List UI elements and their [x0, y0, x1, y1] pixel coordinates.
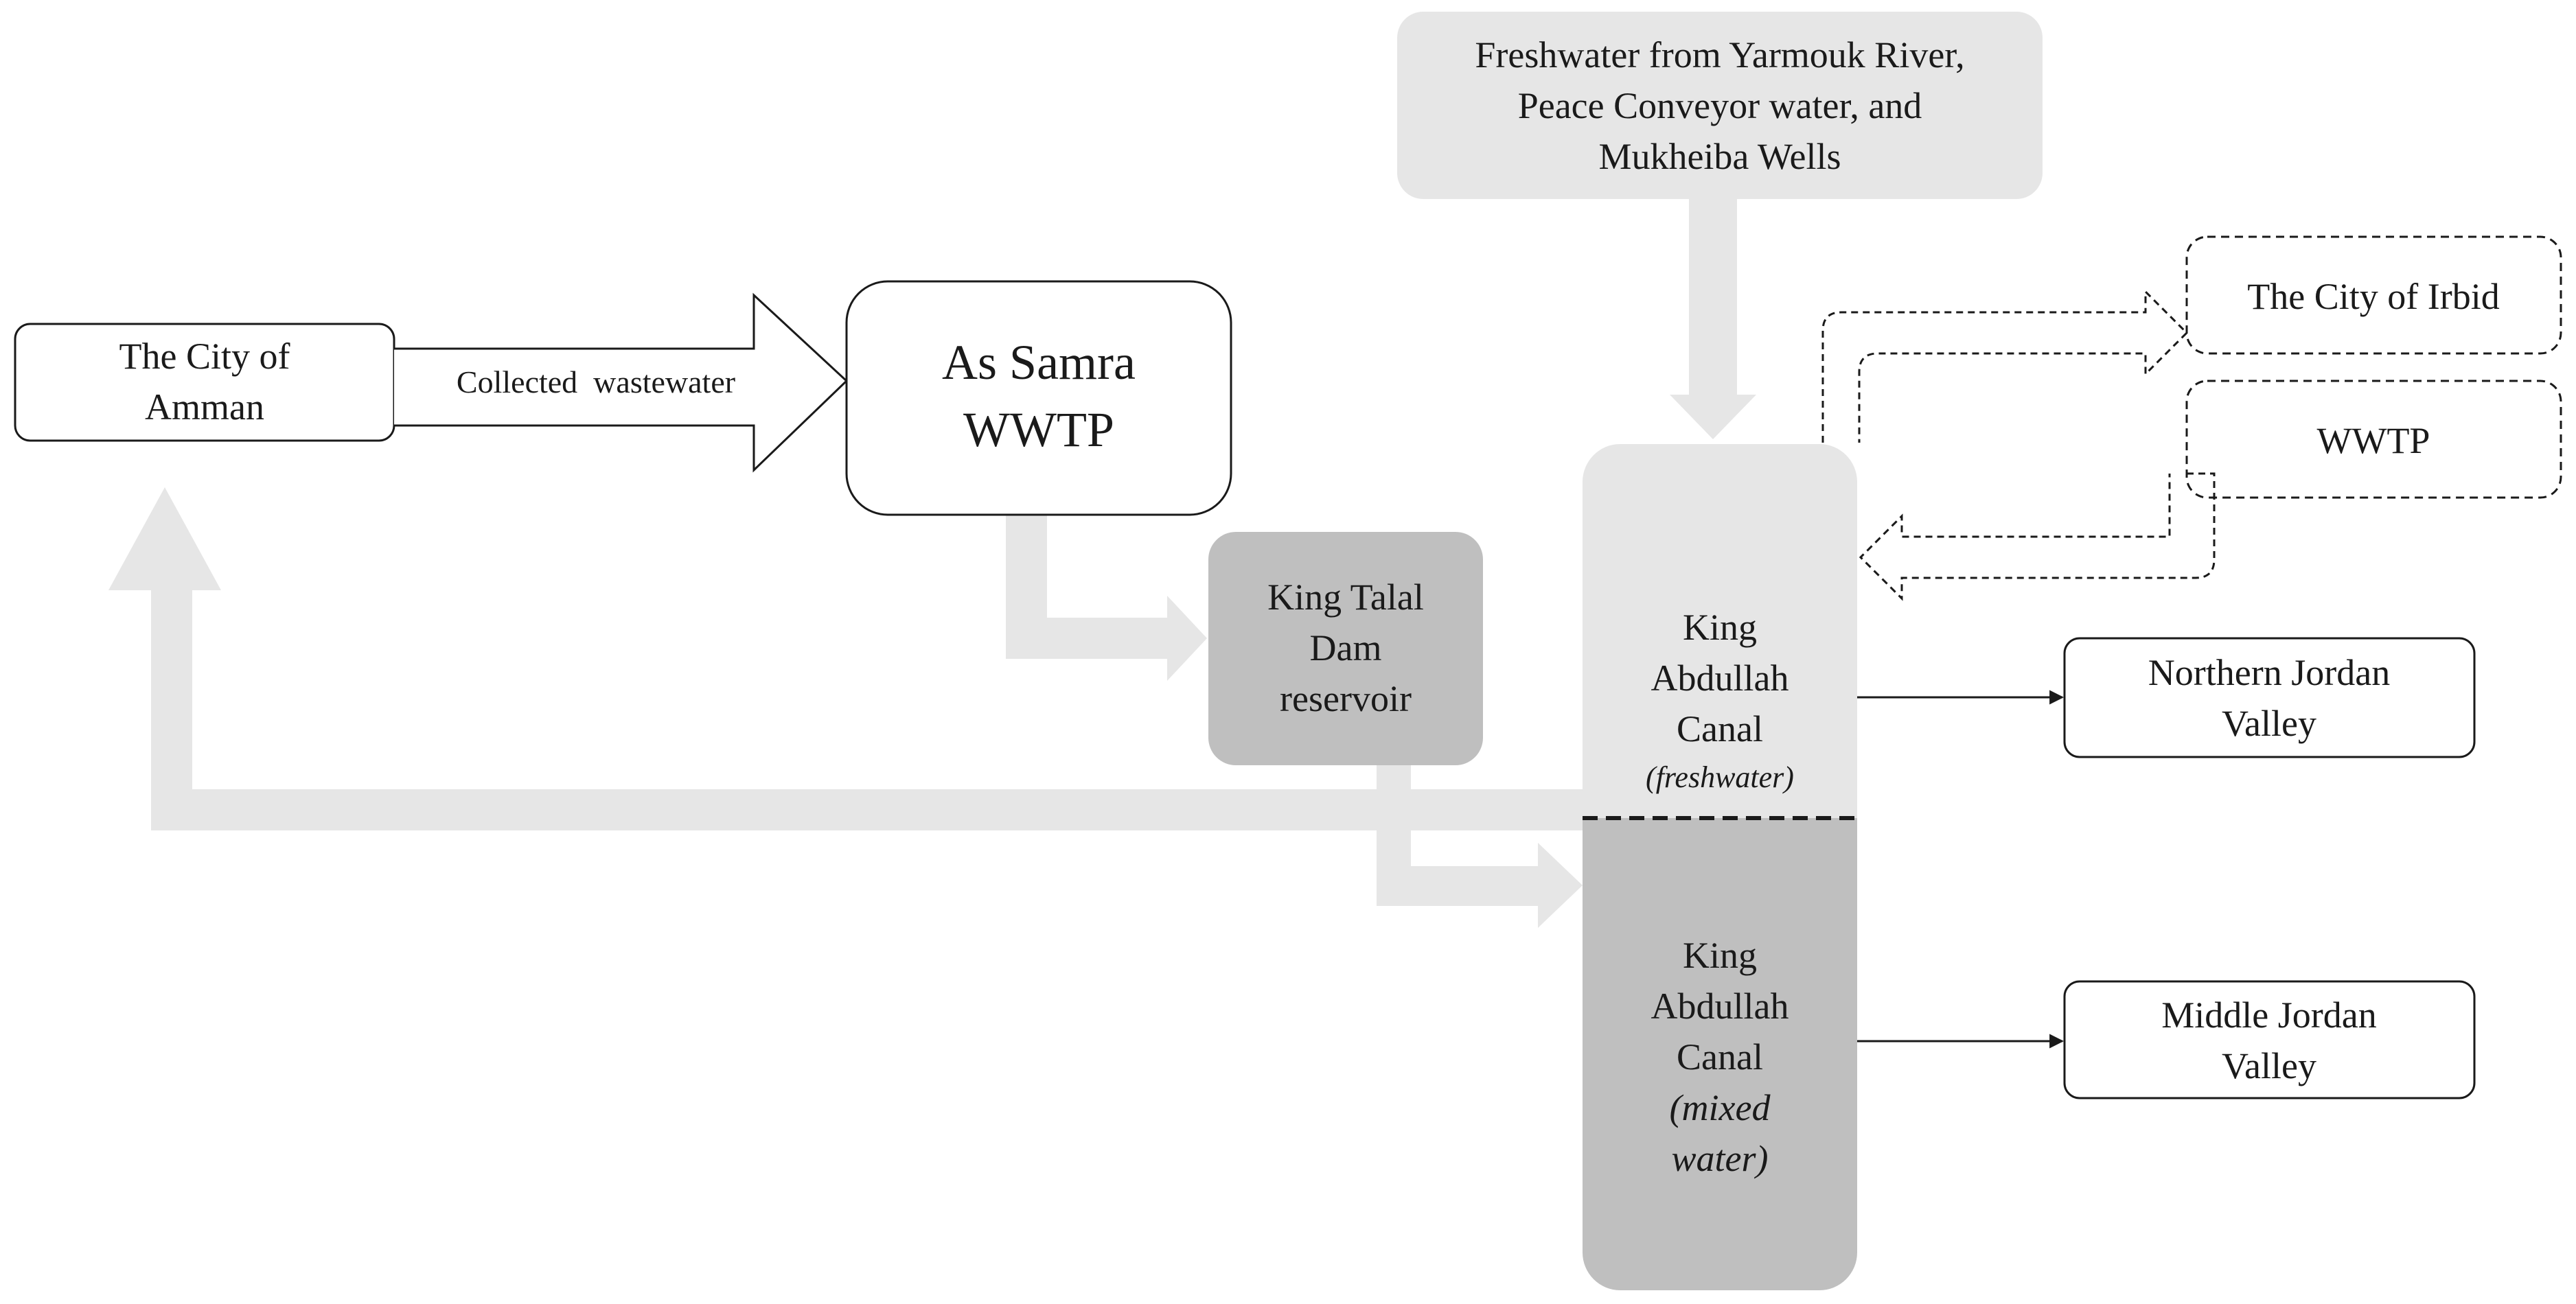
kac-fresh-box-join — [1583, 755, 1857, 818]
irbid-wwtp-box — [2185, 380, 2562, 499]
return-flow-arrow — [108, 487, 1600, 830]
irbid-wwtp-label: WWTP — [2317, 420, 2430, 461]
irbid-wwtp-to-kac-arrow — [1859, 472, 2216, 601]
kac-mixed-label-line3: Canal — [1677, 1036, 1763, 1078]
freshwater-sources-line3: Mukheiba Wells — [1598, 136, 1841, 177]
kac-fresh-box — [1583, 444, 1857, 818]
middle-jv-label-line1: Middle Jordan — [2161, 994, 2376, 1036]
samra-to-talal-arrow — [1006, 511, 1207, 681]
amman-label-line2: Amman — [145, 386, 264, 428]
northern-jv-box — [2063, 637, 2476, 758]
freshwater-inflow-arrow — [1670, 199, 1756, 439]
king-talal-label-line1: King Talal — [1267, 577, 1424, 618]
kac-to-irbid-arrow — [1821, 289, 2189, 443]
kac-fresh-label-line3: Canal — [1677, 708, 1763, 749]
freshwater-sources-line1: Freshwater from Yarmouk River, — [1475, 34, 1964, 75]
collected-wastewater-label: Collected wastewater — [457, 364, 735, 399]
middle-jv-box — [2063, 980, 2476, 1099]
kac-fresh-label-line2: Abdullah — [1651, 657, 1789, 699]
as-samra-label-line1: As Samra — [942, 335, 1136, 390]
kac-mixed-box — [1583, 818, 1857, 1290]
as-samra-label-line2: WWTP — [963, 402, 1114, 457]
kac-mixed-label-line2: Abdullah — [1651, 986, 1789, 1027]
kac-mixed-label-line5: water) — [1672, 1138, 1769, 1179]
middle-jv-label-line2: Valley — [2222, 1045, 2316, 1086]
kac-mixed-box-join — [1583, 818, 1857, 880]
kac-mixed-label-line4: (mixed — [1670, 1087, 1771, 1128]
kac-fresh-label-line1: King — [1683, 607, 1757, 648]
king-talal-box — [1208, 532, 1483, 765]
king-talal-label-line3: reservoir — [1280, 678, 1412, 719]
northern-jv-label-line2: Valley — [2222, 703, 2316, 744]
as-samra-box — [845, 280, 1232, 516]
kac-mixed-label-line1: King — [1683, 935, 1757, 976]
king-talal-label-line2: Dam — [1310, 627, 1382, 668]
northern-jv-label-line1: Northern Jordan — [2148, 652, 2390, 693]
amman-label-line1: The City of — [119, 336, 290, 377]
freshwater-sources-line2: Peace Conveyor water, and — [1518, 85, 1922, 126]
talal-to-mixed-arrow — [1377, 755, 1583, 928]
kac-fresh-label-line4: (freshwater) — [1646, 760, 1794, 794]
irbid-box — [2185, 235, 2562, 355]
irbid-label: The City of Irbid — [2247, 276, 2499, 317]
freshwater-sources-box — [1397, 12, 2043, 199]
